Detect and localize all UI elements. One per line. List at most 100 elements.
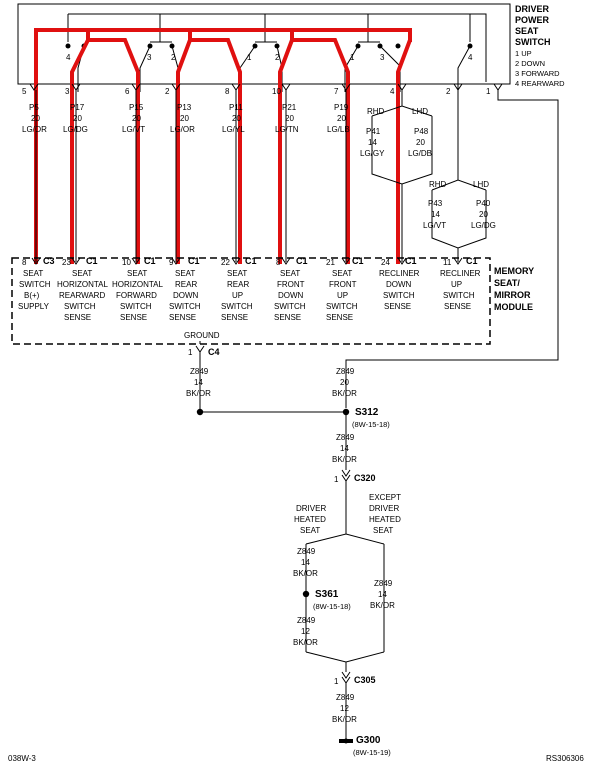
module-pin-front-up: 21 C1 SEAT FRONT UP SWITCH SENSE bbox=[326, 256, 364, 322]
module-pin-horiz-forward: 10 C1 SEAT HORIZONTAL FORWARD SWITCH SEN… bbox=[112, 256, 164, 322]
module-title-line: SEAT/ bbox=[494, 278, 520, 288]
variant-label: SEAT bbox=[373, 526, 393, 535]
connector-id: C1 bbox=[86, 256, 98, 266]
module-pin-sense-c3: 8 C3 SEAT SWITCH B(+) SUPPLY bbox=[18, 256, 55, 311]
pin-label: SEAT bbox=[175, 269, 195, 278]
wire-code: Z849 bbox=[336, 433, 355, 442]
pin-label: SWITCH bbox=[274, 302, 306, 311]
variant-label: DRIVER bbox=[369, 504, 399, 513]
wire-color: BK/OR bbox=[370, 601, 395, 610]
pin-label: FRONT bbox=[329, 280, 357, 289]
variant-label: EXCEPT bbox=[369, 493, 401, 502]
pin-label: FRONT bbox=[277, 280, 305, 289]
heated-seat-split: DRIVER HEATED SEAT EXCEPT DRIVER HEATED … bbox=[294, 493, 401, 652]
pin-label: UP bbox=[451, 280, 462, 289]
switch-pin-number: 4 bbox=[390, 87, 395, 96]
switch-pin-number: 6 bbox=[125, 87, 130, 96]
pin-label: SWITCH bbox=[19, 280, 51, 289]
wire-code: P40 bbox=[476, 199, 491, 208]
pin-label: HORIZONTAL bbox=[57, 280, 109, 289]
pin-label: SWITCH bbox=[169, 302, 201, 311]
pin-label: UP bbox=[232, 291, 243, 300]
wire-code: Z849 bbox=[297, 547, 316, 556]
wire-code: Z849 bbox=[336, 367, 355, 376]
wire-color: LG/OR bbox=[22, 125, 47, 134]
pin-label: SUPPLY bbox=[18, 302, 50, 311]
pin-number: 24 bbox=[381, 258, 390, 267]
pin-label: SENSE bbox=[326, 313, 353, 322]
wire-gauge: 20 bbox=[479, 210, 488, 219]
connector-id: C1 bbox=[245, 256, 257, 266]
pin-label: SWITCH bbox=[120, 302, 152, 311]
connector-c320-label: C320 bbox=[354, 473, 376, 483]
wire-gauge: 14 bbox=[340, 444, 349, 453]
contact-label: 1 bbox=[247, 53, 252, 62]
legend-item: 1 UP bbox=[515, 49, 532, 58]
wire-gauge: 20 bbox=[337, 114, 346, 123]
pin-label: DOWN bbox=[173, 291, 199, 300]
switch-pins: 5 3 6 2 8 10 7 4 2 1 bbox=[22, 83, 503, 96]
legend-item: 3 FORWARD bbox=[515, 69, 560, 78]
contact-label: 3 bbox=[380, 53, 385, 62]
module-pin-horiz-rearward: 23 C1 SEAT HORIZONTAL REARWARD SWITCH SE… bbox=[57, 256, 109, 322]
contact-label: 2 bbox=[275, 53, 280, 62]
pin-label: DOWN bbox=[278, 291, 304, 300]
pin-label: SWITCH bbox=[383, 291, 415, 300]
c305-wire-label: Z849 12 BK/OR bbox=[332, 693, 357, 724]
splice-s312-label: S312 bbox=[355, 407, 379, 418]
connector-id: C1 bbox=[466, 256, 478, 266]
wire-color: LG/TN bbox=[275, 125, 299, 134]
switch-title-line: SEAT bbox=[515, 26, 539, 36]
pin-label: REAR bbox=[175, 280, 197, 289]
wire-code: Z849 bbox=[374, 579, 393, 588]
wire-code: P17 bbox=[70, 103, 85, 112]
pin-label: SENSE bbox=[221, 313, 248, 322]
pin-label: SENSE bbox=[120, 313, 147, 322]
switch-title-line: POWER bbox=[515, 15, 550, 25]
wire-gauge: 20 bbox=[340, 378, 349, 387]
lhd-label: LHD bbox=[473, 180, 489, 189]
wire-code: P15 bbox=[129, 103, 144, 112]
ground-g300-symbol bbox=[339, 738, 353, 744]
contact-label: 3 bbox=[147, 53, 152, 62]
wire-gauge: 20 bbox=[180, 114, 189, 123]
variant-label: SEAT bbox=[300, 526, 320, 535]
wire-gauge: 14 bbox=[368, 138, 377, 147]
switch-housing bbox=[17, 3, 511, 85]
wire-label-p15: P15 20 LG/VT bbox=[122, 103, 145, 134]
wire-color: LG/LB bbox=[327, 125, 350, 134]
ground-g300-ref: (8W-15-19) bbox=[353, 748, 391, 757]
pin-number: 1 bbox=[188, 348, 193, 357]
recliner-down-split: RHD LHD P41 14 LG/GY P48 20 LG/DB bbox=[360, 90, 433, 262]
switch-title: DRIVER POWER SEAT SWITCH bbox=[515, 4, 551, 47]
lhd-label: LHD bbox=[412, 107, 428, 116]
contact-label: 4 bbox=[66, 53, 71, 62]
wire-code: P19 bbox=[334, 103, 349, 112]
pin-label: SENSE bbox=[64, 313, 91, 322]
rhd-label: RHD bbox=[367, 107, 385, 116]
pin-label: SEAT bbox=[227, 269, 247, 278]
wire-code: Z849 bbox=[190, 367, 209, 376]
pin-number: 21 bbox=[326, 258, 335, 267]
wire-label-p17: P17 20 LG/DG bbox=[63, 103, 88, 134]
connector-id: C1 bbox=[296, 256, 308, 266]
legend-item: 2 DOWN bbox=[515, 59, 545, 68]
wire-label-p21: P21 20 LG/TN bbox=[275, 103, 299, 134]
s312-wire-label: Z849 14 BK/OR bbox=[332, 433, 357, 464]
wire-gauge: 12 bbox=[301, 627, 310, 636]
ground-label: GROUND bbox=[184, 331, 220, 340]
module-pin-recliner-down: 24 C1 RECLINER DOWN SWITCH SENSE bbox=[379, 256, 420, 311]
wire-code: Z849 bbox=[297, 616, 316, 625]
contact-label: 1 bbox=[350, 53, 355, 62]
s361-wire-label: Z849 12 BK/OR bbox=[293, 616, 318, 647]
pin-label: SEAT bbox=[280, 269, 300, 278]
wire-color: BK/OR bbox=[186, 389, 211, 398]
connector-c305-label: C305 bbox=[354, 675, 376, 685]
connector-id: C1 bbox=[352, 256, 364, 266]
variant-label: HEATED bbox=[294, 515, 326, 524]
module-ground: GROUND 1 C4 bbox=[184, 331, 220, 412]
wire-label-p11: P11 20 LG/YL bbox=[222, 103, 245, 134]
wire-label-p5: P5 20 LG/OR bbox=[22, 103, 47, 134]
pin-label: HORIZONTAL bbox=[112, 280, 164, 289]
legend-item: 4 REARWARD bbox=[515, 79, 565, 88]
